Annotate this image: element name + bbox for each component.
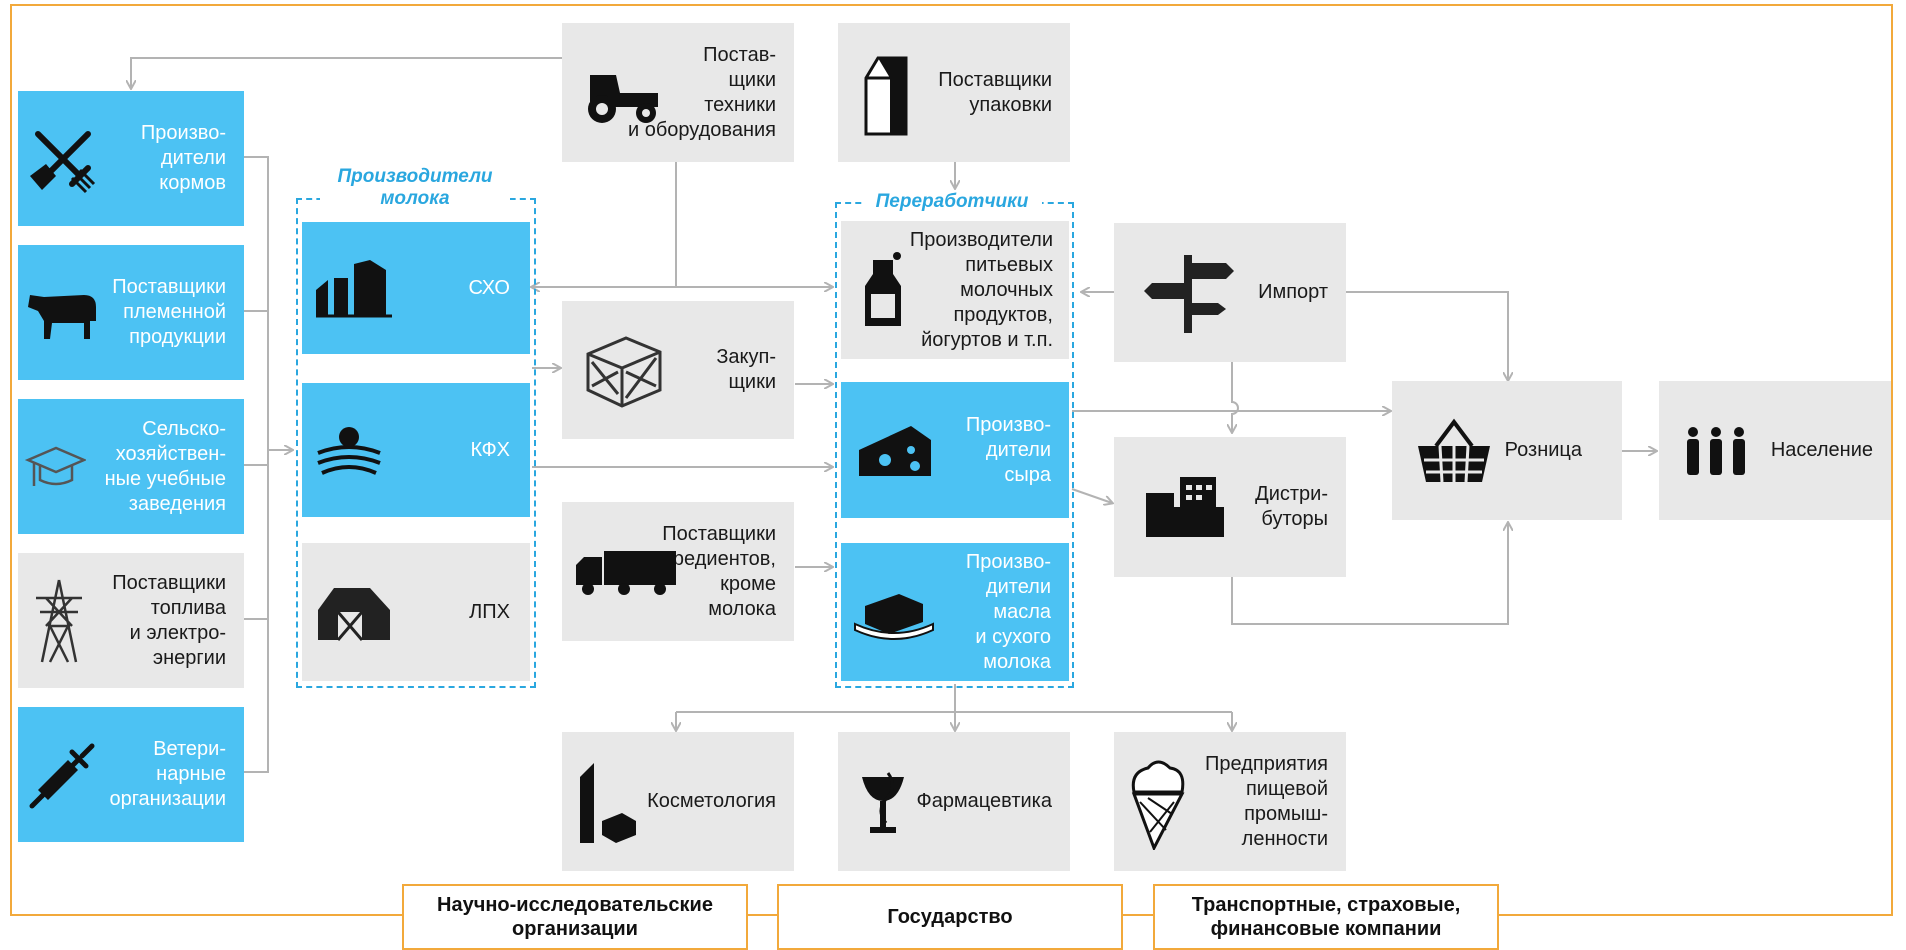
buyers-box[interactable]: Закуп- щики (562, 301, 794, 439)
agri-schools-box[interactable]: Сельско- хозяйствен- ные учебные заведен… (18, 399, 244, 534)
vet-orgs-label: Ветери- нарные организации (109, 738, 226, 810)
shovel-pitchfork-icon (28, 124, 98, 194)
signpost-icon (1142, 251, 1236, 335)
butter-icon (851, 582, 937, 642)
lph-box[interactable]: ЛПХ (302, 543, 530, 681)
cheese-producers-label: Произво- дители сыра (965, 413, 1051, 486)
cosmetology-label: Косметология (647, 790, 776, 812)
lipstick-icon (572, 757, 642, 847)
graduation-cap-icon (24, 436, 88, 498)
ingredient-suppliers-label: Поставщики ингредиентов, кроме молока (643, 522, 776, 620)
state-box[interactable]: Государство (777, 884, 1123, 950)
ingredient-suppliers-box[interactable]: Поставщики ингредиентов, кроме молока (562, 502, 794, 641)
kfh-label: КФХ (470, 438, 510, 461)
retail-label: Розница (1504, 439, 1582, 461)
vet-orgs-box[interactable]: Ветери- нарные организации (18, 707, 244, 842)
sho-label: СХО (468, 276, 510, 299)
people-icon (1683, 426, 1749, 476)
syringe-icon (28, 740, 98, 810)
breeding-suppliers-box[interactable]: Поставщики племенной продукции (18, 245, 244, 380)
feed-producers-label: Произво- дители кормов (140, 122, 226, 194)
agri-schools-label: Сельско- хозяйствен- ные учебные заведен… (104, 417, 226, 515)
milk-producers-title: Производители молока (320, 166, 510, 210)
distributors-label: Дистри- буторы (1255, 483, 1328, 530)
distributors-box[interactable]: Дистри- буторы (1114, 437, 1346, 577)
milk-carton-icon (858, 48, 914, 138)
cow-icon (24, 283, 100, 343)
equipment-suppliers-label: Постав- щики техники и оборудования (627, 43, 776, 141)
food-industry-label: Предприятия пищевой промыш- ленности (1205, 752, 1328, 850)
truck-icon (574, 545, 678, 599)
population-box[interactable]: Население (1659, 381, 1891, 520)
cheese-icon (855, 420, 935, 480)
kfh-box[interactable]: КФХ (302, 383, 530, 517)
drinks-producers-box[interactable]: Производители питьевых молочных продукто… (841, 221, 1069, 359)
milk-bottle-icon (861, 250, 905, 330)
pharma-label: Фармацевтика (916, 790, 1052, 812)
food-industry-box[interactable]: Предприятия пищевой промыш- ленности (1114, 732, 1346, 871)
import-box[interactable]: Импорт (1114, 223, 1346, 362)
butter-producers-box[interactable]: Произво- дители масла и сухого молока (841, 543, 1069, 681)
pharma-box[interactable]: Фармацевтика (838, 732, 1070, 871)
power-tower-icon (32, 576, 86, 666)
factory-icon (314, 256, 394, 320)
fuel-energy-label: Поставщики топлива и электро- энергии (112, 571, 226, 669)
retail-box[interactable]: Розница (1392, 381, 1622, 520)
pharmacy-bowl-icon (858, 767, 908, 837)
ice-cream-icon (1124, 754, 1190, 852)
cash-register-icon (1140, 473, 1230, 541)
equipment-suppliers-box[interactable]: Постав- щики техники и оборудования (562, 23, 794, 162)
research-orgs-box[interactable]: Научно-исследовательские организации (402, 884, 748, 950)
buyers-label: Закуп- щики (716, 346, 776, 393)
crate-icon (582, 328, 666, 412)
fuel-energy-box[interactable]: Поставщики топлива и электро- энергии (18, 553, 244, 688)
import-label: Импорт (1258, 281, 1328, 303)
feed-producers-box[interactable]: Произво- дители кормов (18, 91, 244, 226)
cosmetology-box[interactable]: Косметология (562, 732, 794, 871)
drinks-producers-label: Производители питьевых молочных продукто… (909, 228, 1053, 351)
packaging-suppliers-box[interactable]: Поставщики упаковки (838, 23, 1070, 162)
butter-producers-label: Произво- дители масла и сухого молока (965, 550, 1051, 673)
packaging-suppliers-label: Поставщики упаковки (938, 68, 1052, 116)
barn-icon (314, 582, 394, 642)
lph-label: ЛПХ (469, 600, 510, 623)
processors-title: Переработчики (862, 191, 1042, 213)
tractor-icon (580, 61, 664, 125)
population-label: Население (1770, 439, 1873, 461)
breeding-suppliers-label: Поставщики племенной продукции (112, 276, 226, 348)
transport-finance-box[interactable]: Транспортные, страховые, финансовые комп… (1153, 884, 1499, 950)
cheese-producers-box[interactable]: Произво- дители сыра (841, 382, 1069, 518)
field-sun-icon (314, 417, 384, 483)
sho-box[interactable]: СХО (302, 222, 530, 354)
shopping-basket-icon (1416, 416, 1492, 486)
